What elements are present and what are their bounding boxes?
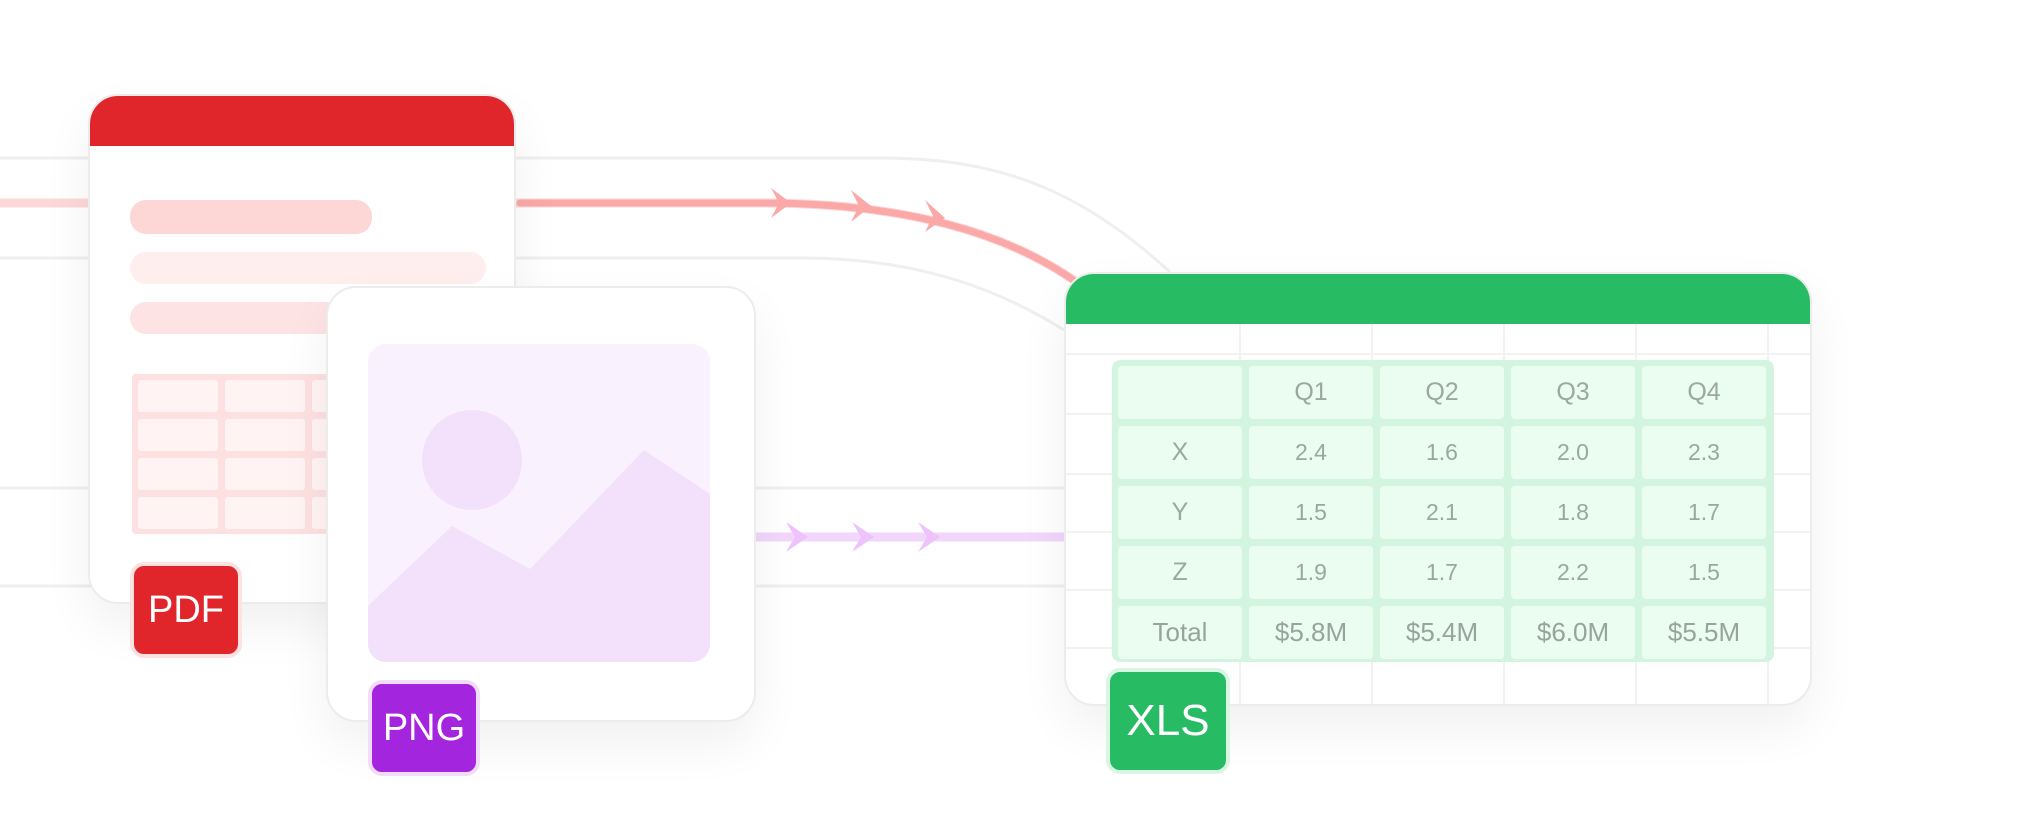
- table-row-label: Y: [1118, 486, 1242, 539]
- pdf-text-line: [130, 200, 372, 234]
- table-header-cell: Q4: [1642, 366, 1766, 419]
- xls-card-header: [1066, 274, 1810, 324]
- pdf-text-line: [130, 252, 486, 284]
- pdf-badge: PDF: [130, 562, 242, 658]
- table-header-cell: Q3: [1511, 366, 1635, 419]
- sun-shape: [422, 410, 522, 510]
- data-table: Q1 Q2 Q3 Q4 X 2.4 1.6 2.0 2.3 Y 1.5 2.1 …: [1112, 360, 1774, 662]
- table-cell: 2.2: [1511, 546, 1635, 599]
- table-cell: 1.5: [1642, 546, 1766, 599]
- landscape-image-icon: [368, 344, 710, 662]
- table-cell: $5.5M: [1642, 606, 1766, 659]
- chevron-right-icon: [851, 190, 871, 222]
- track-line: [0, 256, 1065, 332]
- png-badge: PNG: [368, 680, 480, 776]
- table-row-label: X: [1118, 426, 1242, 479]
- table-cell: 1.6: [1380, 426, 1504, 479]
- chevron-right-icon: [786, 522, 808, 552]
- table-cell: 1.7: [1642, 486, 1766, 539]
- table-cell: 1.7: [1380, 546, 1504, 599]
- xls-spreadsheet-card: Q1 Q2 Q3 Q4 X 2.4 1.6 2.0 2.3 Y 1.5 2.1 …: [1064, 272, 1812, 706]
- chevron-right-icon: [918, 522, 940, 552]
- table-cell: 1.8: [1511, 486, 1635, 539]
- table-cell: $6.0M: [1511, 606, 1635, 659]
- table-row-label: Z: [1118, 546, 1242, 599]
- table-cell: 2.1: [1380, 486, 1504, 539]
- table-cell: 1.5: [1249, 486, 1373, 539]
- track-line: [0, 156, 1172, 274]
- table-cell: $5.4M: [1380, 606, 1504, 659]
- table-row-label: Total: [1118, 606, 1242, 659]
- table-cell: 2.0: [1511, 426, 1635, 479]
- png-image-card: [326, 286, 756, 722]
- table-cell: $5.8M: [1249, 606, 1373, 659]
- chevron-right-icon: [925, 200, 945, 232]
- xls-badge: XLS: [1106, 668, 1230, 774]
- table-header-cell: Q2: [1380, 366, 1504, 419]
- pdf-card-header: [90, 96, 514, 146]
- table-header-cell: Q1: [1249, 366, 1373, 419]
- pdf-document-card: [88, 94, 516, 604]
- mountain-shape: [368, 450, 710, 662]
- table-cell: 2.3: [1642, 426, 1766, 479]
- chevron-right-icon: [771, 188, 791, 218]
- table-header-cell: [1118, 366, 1242, 419]
- table-cell: 2.4: [1249, 426, 1373, 479]
- table-cell: 1.9: [1249, 546, 1373, 599]
- chevron-right-icon: [852, 522, 874, 552]
